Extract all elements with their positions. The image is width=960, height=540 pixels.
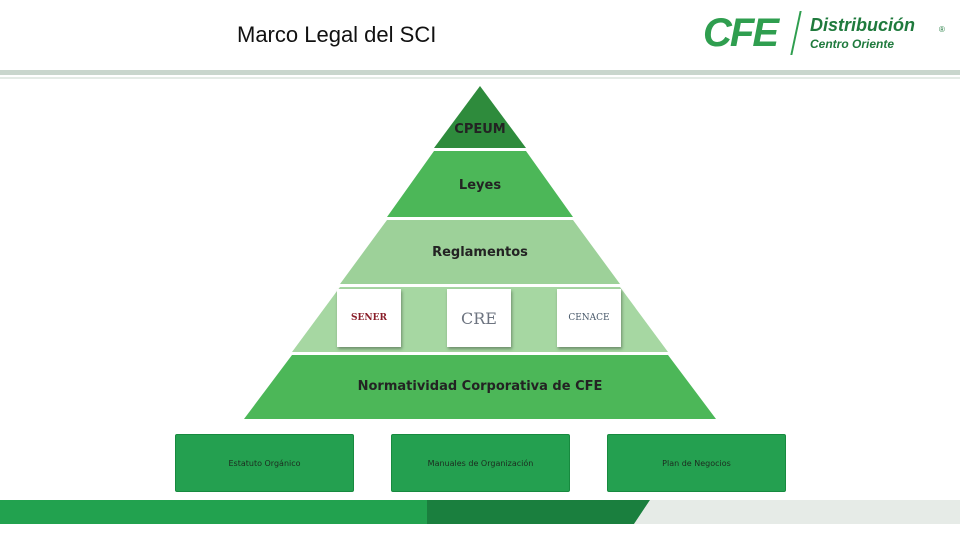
box-label-estatuto: Estatuto Orgánico [228, 458, 301, 468]
header-divider [0, 70, 960, 75]
box-manuales-organizacion: Manuales de Organización [391, 434, 570, 492]
tier-label-leyes: Leyes [458, 178, 502, 193]
cenace-logo-text: CENACE [568, 313, 610, 323]
cre-logo-text: CRE [461, 308, 497, 328]
tier-cpeum [434, 86, 526, 148]
tier-label-cpeum: CPEUM [454, 122, 506, 137]
header-divider-light [0, 77, 960, 79]
box-estatuto-organico: Estatuto Orgánico [175, 434, 354, 492]
cenace-logo: CENACE [557, 289, 621, 347]
tier-normatividad [244, 355, 716, 419]
sener-logo-text: SENER [351, 313, 387, 323]
box-plan-negocios: Plan de Negocios [607, 434, 786, 492]
tier-leyes [387, 151, 573, 217]
tier-label-normatividad: Normatividad Corporativa de CFE [357, 379, 603, 394]
sener-logo: SENER [337, 289, 401, 347]
tier-reglamentos [340, 220, 620, 284]
page-title: Marco Legal del SCI [237, 22, 437, 47]
bottom-band-light [634, 500, 960, 524]
logo-brand: Distribución [810, 15, 916, 35]
box-label-manuales: Manuales de Organización [427, 458, 534, 468]
box-label-plan: Plan de Negocios [662, 458, 731, 468]
tier-label-reglamentos: Reglamentos [432, 245, 528, 260]
bottom-band-dark [427, 500, 650, 524]
logo-mark: CFE [703, 11, 779, 55]
cre-logo: CRE [447, 289, 511, 347]
cfe-logo: CFE Distribución Centro Oriente ® [703, 9, 953, 59]
logo-subtitle: Centro Oriente [810, 37, 895, 51]
logo-registered: ® [939, 25, 945, 34]
